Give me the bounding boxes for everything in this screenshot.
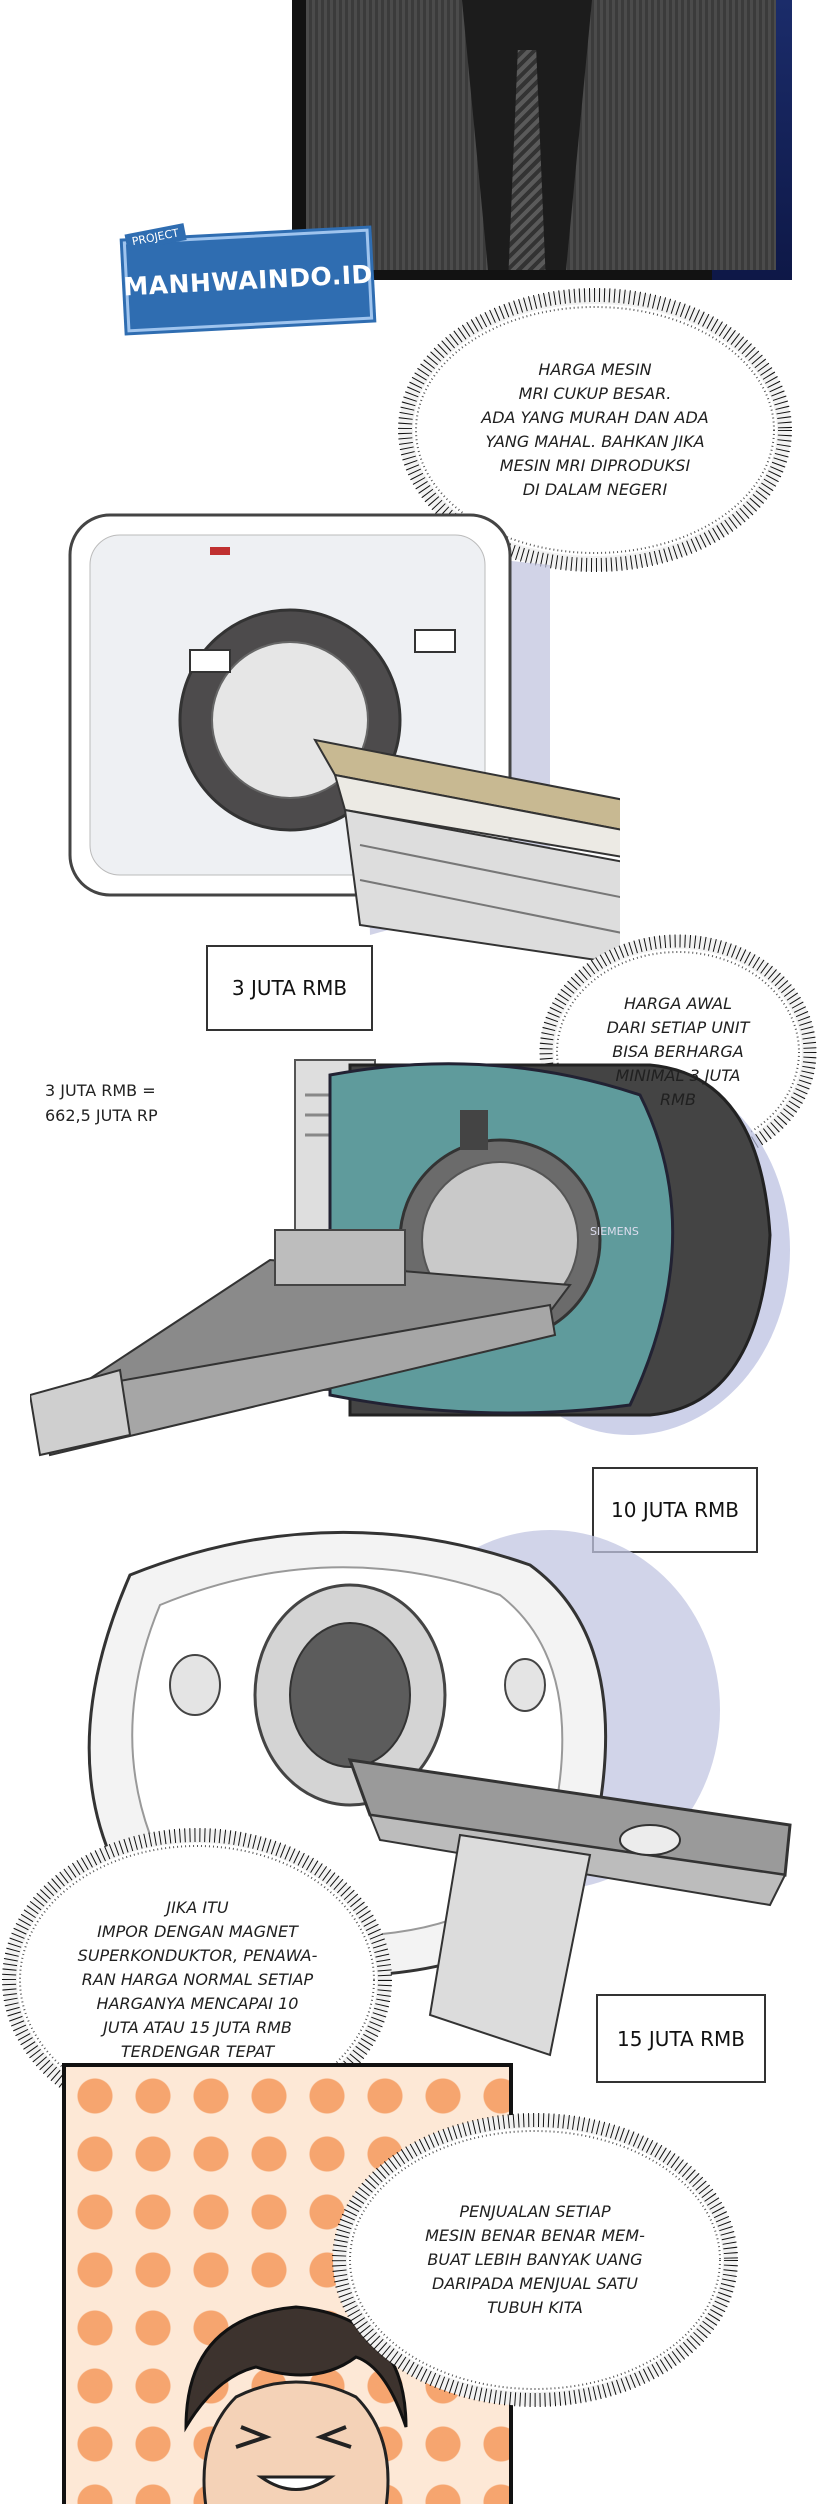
speech-bubble-3: JIKA ITU IMPOR DENGAN MAGNET SUPERKONDUK…: [0, 1825, 395, 2135]
price-label-1: 3 JUTA RMB: [206, 945, 373, 1031]
top-panel-suit: [292, 0, 792, 280]
price-label-3: 15 JUTA RMB: [596, 1994, 766, 2083]
logo-name: MANHWAINDO.ID: [122, 259, 374, 302]
translator-note: 3 JUTA RMB = 662,5 JUTA RP: [45, 1081, 158, 1125]
smiling-character: [184, 2305, 408, 2504]
speech-bubble-4: PENJUALAN SETIAP MESIN BENAR BENAR MEM- …: [330, 2110, 740, 2410]
machine-brand-text: SIEMENS: [590, 1225, 639, 1238]
bubble-4-text: PENJUALAN SETIAP MESIN BENAR BENAR MEM- …: [425, 2202, 645, 2317]
speech-bubble-2: HARGA AWAL DARI SETIAP UNIT BISA BERHARG…: [538, 932, 818, 1172]
price-label-2: 10 JUTA RMB: [592, 1467, 758, 1553]
spiky-bubble-shape: [2, 1828, 392, 2132]
logo-prefix: PROJECT: [124, 223, 187, 252]
ct-scanner-white-illustration: [68, 513, 620, 965]
mri-scanner-teal-illustration: SIEMENS: [30, 1059, 790, 1457]
bubble-2-text: HARGA AWAL DARI SETIAP UNIT BISA BERHARG…: [606, 994, 750, 1109]
manhwaindo-logo: PROJECT MANHWAINDO.ID: [122, 223, 374, 333]
bubble-3-text: JIKA ITU IMPOR DENGAN MAGNET SUPERKONDUK…: [77, 1898, 318, 2061]
bubble-1-text: HARGA MESIN MRI CUKUP BESAR. ADA YANG MU…: [481, 360, 709, 499]
spiky-bubble-shape: [398, 288, 792, 572]
spiky-bubble-shape: [332, 2113, 738, 2407]
speech-bubble-1: HARGA MESIN MRI CUKUP BESAR. ADA YANG MU…: [395, 285, 795, 575]
